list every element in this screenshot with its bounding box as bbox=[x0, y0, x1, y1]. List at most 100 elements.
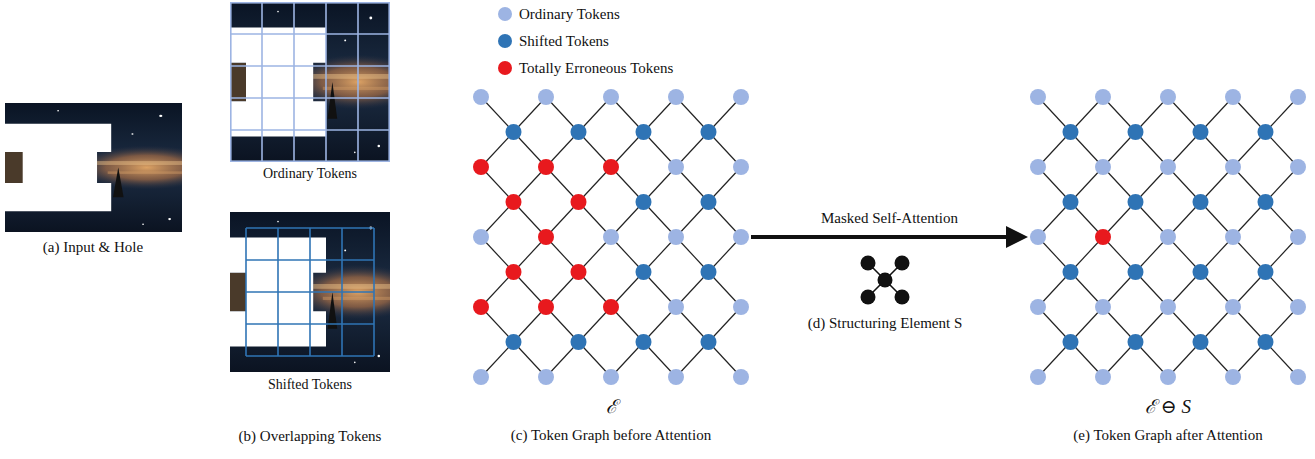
shifted-token bbox=[1258, 124, 1274, 140]
ordinary-token bbox=[733, 299, 749, 315]
shifted-token bbox=[1258, 194, 1274, 210]
legend-swatch bbox=[498, 7, 512, 21]
ordinary-token bbox=[1030, 159, 1046, 175]
ordinary-token bbox=[1030, 369, 1046, 385]
ordinary-token bbox=[1095, 299, 1111, 315]
panel-caption: (c) Token Graph before Attention bbox=[511, 426, 711, 444]
ordinary-token bbox=[1290, 89, 1306, 105]
ordinary-token bbox=[733, 89, 749, 105]
erroneous-token bbox=[473, 159, 489, 175]
shifted-token bbox=[1063, 264, 1079, 280]
erroneous-token bbox=[538, 159, 554, 175]
token-graph bbox=[1030, 89, 1306, 385]
token-graph-panel: ℰ (c) Token Graph before Attention bbox=[471, 82, 751, 454]
erroneous-token bbox=[603, 159, 619, 175]
shifted-token bbox=[636, 264, 652, 280]
erroneous-token bbox=[473, 299, 489, 315]
shifted-token bbox=[636, 194, 652, 210]
shifted-token bbox=[1128, 124, 1144, 140]
erroneous-token bbox=[538, 299, 554, 315]
legend-swatch bbox=[498, 61, 512, 75]
attention-arrow bbox=[751, 226, 1028, 248]
ordinary-token bbox=[1160, 229, 1176, 245]
erroneous-token bbox=[1095, 229, 1111, 245]
erroneous-token bbox=[571, 194, 587, 210]
shifted-token bbox=[701, 194, 717, 210]
shifted-token bbox=[701, 124, 717, 140]
shifted-token bbox=[506, 334, 522, 350]
ordinary-token bbox=[538, 89, 554, 105]
ordinary-token bbox=[1290, 159, 1306, 175]
shifted-token bbox=[1128, 264, 1144, 280]
shifted-token bbox=[636, 124, 652, 140]
shifted-token bbox=[1128, 334, 1144, 350]
legend-text: Totally Erroneous Tokens bbox=[519, 59, 673, 77]
erroneous-token bbox=[603, 299, 619, 315]
shifted-token bbox=[701, 264, 717, 280]
ordinary-token bbox=[1225, 369, 1241, 385]
caption-label: Shifted Tokens bbox=[268, 377, 352, 394]
shifted-token bbox=[1193, 264, 1209, 280]
ordinary-token bbox=[733, 229, 749, 245]
panel-caption: (e) Token Graph after Attention bbox=[1073, 426, 1262, 444]
legend-swatch bbox=[498, 34, 512, 48]
erroneous-token bbox=[506, 194, 522, 210]
ordinary-token bbox=[1160, 159, 1176, 175]
shifted-token bbox=[1063, 194, 1079, 210]
ordinary-token bbox=[1225, 89, 1241, 105]
shifted-token bbox=[1258, 334, 1274, 350]
shifted-token bbox=[571, 124, 587, 140]
ordinary-token bbox=[1290, 369, 1306, 385]
shifted-token bbox=[701, 334, 717, 350]
structuring-element bbox=[855, 250, 915, 310]
token-graph-panel: ℰ ⊖ S (e) Token Graph after Attention bbox=[1028, 82, 1308, 454]
erroneous-token bbox=[538, 229, 554, 245]
ordinary-token bbox=[668, 89, 684, 105]
shifted-token bbox=[1258, 264, 1274, 280]
input-image bbox=[5, 103, 182, 232]
ordinary-token bbox=[473, 369, 489, 385]
caption-label: Ordinary Tokens bbox=[263, 166, 357, 183]
erroneous-token bbox=[571, 264, 587, 280]
ordinary-token bbox=[733, 369, 749, 385]
ordinary-token bbox=[1030, 89, 1046, 105]
ordinary-token bbox=[1160, 299, 1176, 315]
ordinary-token bbox=[668, 299, 684, 315]
ordinary-token bbox=[603, 89, 619, 105]
ordinary-token bbox=[603, 229, 619, 245]
arrow-head bbox=[1006, 226, 1028, 248]
erroneous-token bbox=[506, 264, 522, 280]
graph-symbol: ℰ bbox=[606, 396, 617, 419]
graph-symbol: ℰ ⊖ S bbox=[1145, 396, 1191, 419]
ordinary-token bbox=[473, 229, 489, 245]
ordinary-token bbox=[1030, 299, 1046, 315]
edge-label: Masked Self-Attention bbox=[819, 209, 960, 227]
ordinary-token-image bbox=[230, 2, 390, 162]
ordinary-token bbox=[668, 229, 684, 245]
ordinary-token bbox=[1160, 369, 1176, 385]
ordinary-token bbox=[1290, 299, 1306, 315]
shifted-token bbox=[1128, 194, 1144, 210]
shifted-token bbox=[1193, 334, 1209, 350]
legend-text: Shifted Tokens bbox=[519, 32, 609, 50]
shifted-token bbox=[1063, 334, 1079, 350]
ordinary-token bbox=[1225, 159, 1241, 175]
ordinary-token bbox=[1030, 229, 1046, 245]
ordinary-token bbox=[733, 159, 749, 175]
ordinary-token bbox=[473, 89, 489, 105]
ordinary-grid bbox=[230, 2, 390, 162]
ordinary-token bbox=[668, 159, 684, 175]
caption-label: (d) Structuring Element S bbox=[808, 314, 963, 332]
shifted-token bbox=[1063, 124, 1079, 140]
legend-text: Ordinary Tokens bbox=[519, 5, 620, 23]
shifted-token bbox=[1193, 124, 1209, 140]
ordinary-token bbox=[1225, 299, 1241, 315]
shifted-token bbox=[1193, 194, 1209, 210]
shifted-token bbox=[506, 124, 522, 140]
ordinary-token bbox=[1095, 369, 1111, 385]
ordinary-token bbox=[1095, 159, 1111, 175]
ordinary-token bbox=[668, 369, 684, 385]
shifted-token bbox=[571, 334, 587, 350]
token-graph bbox=[473, 89, 749, 385]
